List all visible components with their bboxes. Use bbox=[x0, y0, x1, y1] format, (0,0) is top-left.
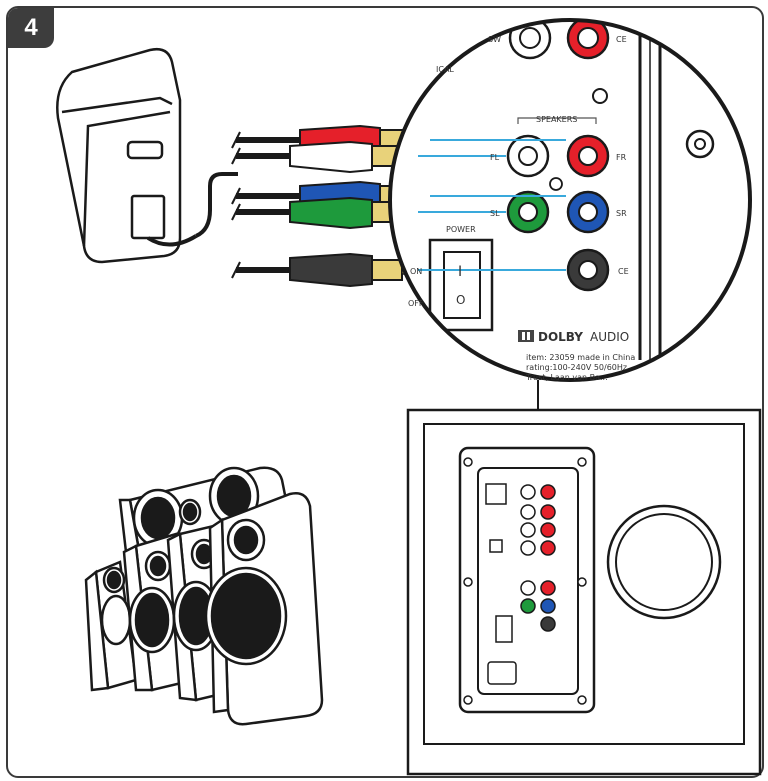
info-line-3: Trust, Laan van Ba... bbox=[525, 373, 608, 382]
subwoofer-icon bbox=[406, 408, 762, 776]
label-fl: FL bbox=[490, 153, 500, 162]
label-sl: SL bbox=[490, 209, 500, 218]
step-badge: 4 bbox=[8, 8, 54, 48]
zoomed-back-panel bbox=[388, 18, 752, 382]
switch-off-mark: O bbox=[456, 293, 465, 307]
switch-on-mark: I bbox=[458, 264, 462, 280]
info-line-2: rating:100-240V 50/60Hz bbox=[526, 363, 627, 372]
label-fr: FR bbox=[616, 153, 627, 162]
brand-audio: AUDIO bbox=[590, 330, 629, 344]
rca-cable-front-right bbox=[236, 140, 419, 174]
label-ce: CE bbox=[618, 267, 629, 276]
brand-dolby: DOLBY bbox=[538, 330, 583, 344]
info-line-1: item: 23059 made in China bbox=[526, 353, 635, 362]
rca-cable-center bbox=[236, 252, 419, 288]
label-speakers: SPEAKERS bbox=[536, 115, 577, 124]
speaker-set-icon bbox=[84, 466, 324, 726]
label-sr: SR bbox=[616, 209, 627, 218]
power-adapter-icon bbox=[56, 48, 198, 264]
label-power: POWER bbox=[446, 225, 476, 234]
step-number: 4 bbox=[24, 14, 38, 41]
label-sw: SW bbox=[488, 35, 501, 44]
label-on: ON bbox=[410, 267, 422, 276]
dolby-logo-icon bbox=[518, 330, 534, 342]
label-off: OFF bbox=[408, 299, 424, 308]
label-ce-top: CE bbox=[616, 35, 627, 44]
label-optical: ICAL bbox=[436, 65, 454, 74]
